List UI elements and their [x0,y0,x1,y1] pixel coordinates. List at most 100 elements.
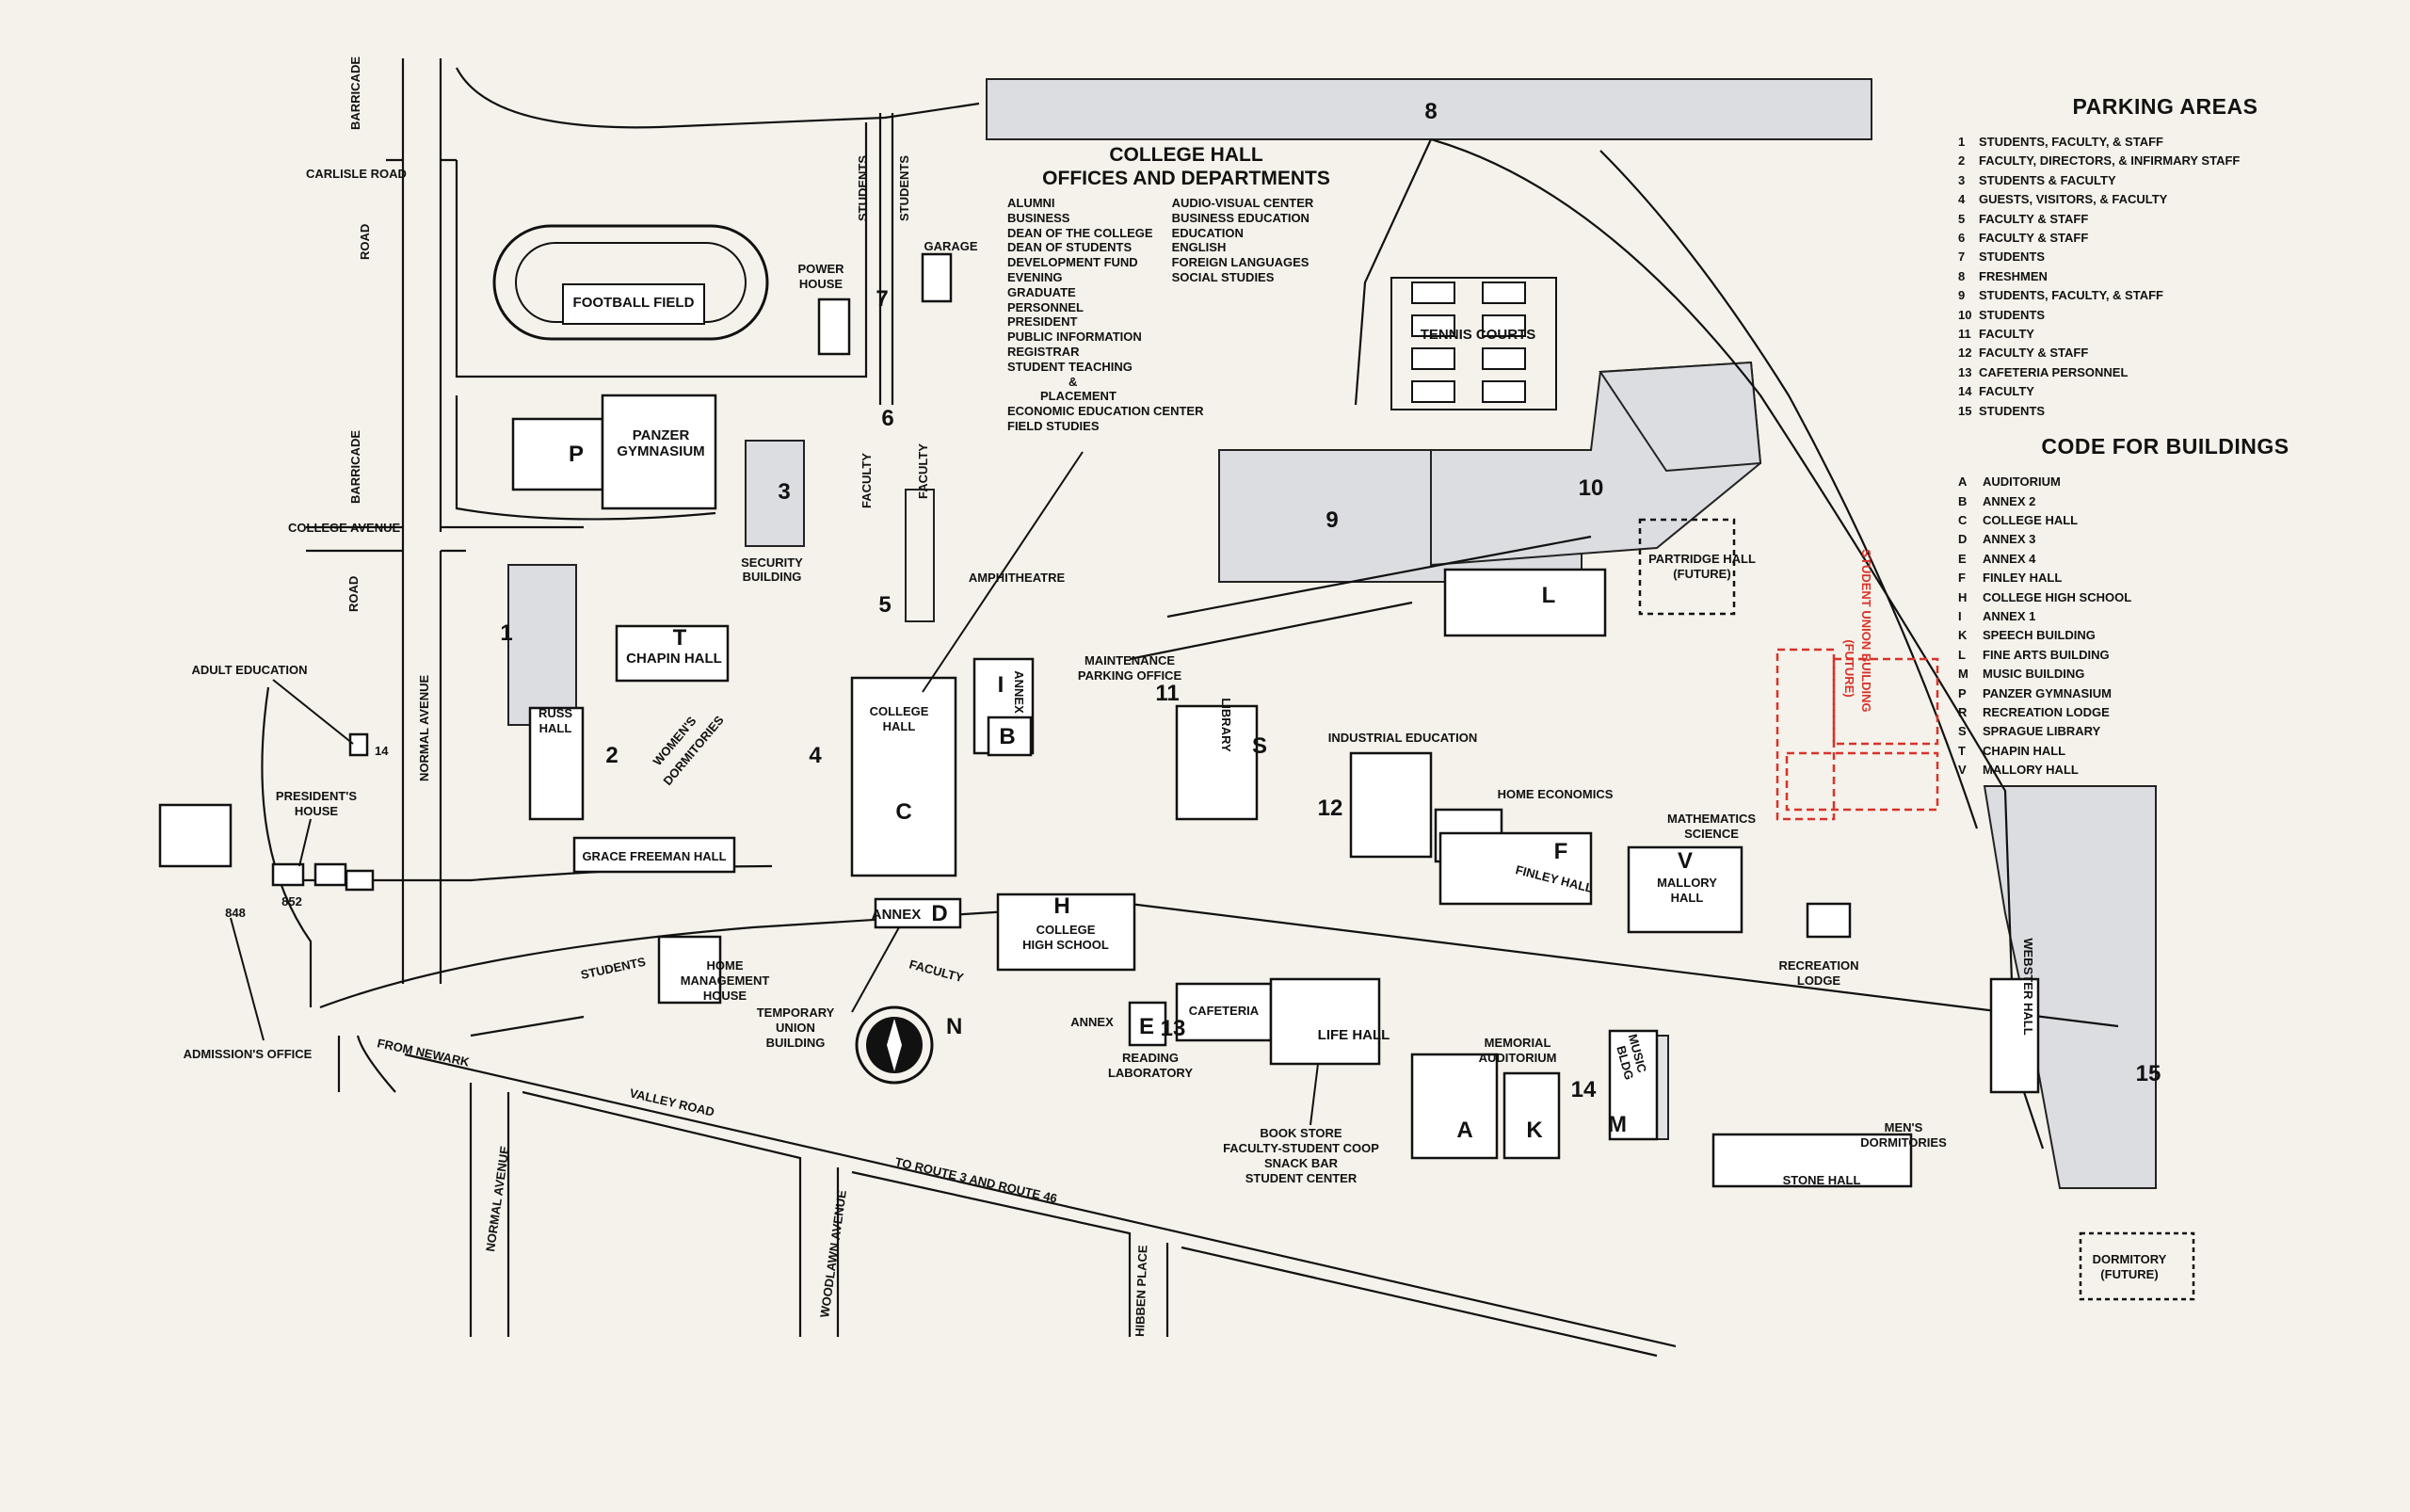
building-power-house[interactable] [817,298,851,356]
building-speech-k[interactable] [1502,1071,1561,1160]
bookstore-label-2: FACULTY-STUDENT COOP [1223,1141,1379,1155]
college-hall-office-item: PERSONNEL [1007,299,1084,314]
north-label: N [946,1014,962,1039]
building-college-hall[interactable] [850,676,957,877]
l-code: L [1542,583,1556,608]
building-dormitory-future[interactable] [2079,1231,2195,1301]
reading-label-1: READING [1122,1051,1179,1065]
parking-area-value: STUDENTS [1979,249,2046,265]
security-label-2: BUILDING [743,570,802,584]
building-annex-4[interactable] [1128,1001,1167,1047]
building-stone-hall[interactable] [1711,1133,1913,1188]
parking-area-value: FACULTY & STAFF [1979,211,2089,226]
college-hall-office-item: STUDENT TEACHING [1007,359,1133,374]
grace-freeman-label: GRACE FREEMAN HALL [582,849,726,863]
h-code: H [1053,893,1069,919]
tennis-courts[interactable]: TENNIS COURTS [1390,277,1557,410]
building-webster-hall[interactable] [1989,977,2040,1094]
building-annex-3[interactable] [874,897,962,929]
chs-label-2: HIGH SCHOOL [1022,938,1109,952]
building-life-hall[interactable] [1269,977,1381,1066]
college-hall-office-item: DEVELOPMENT FUND [1007,255,1138,270]
students-lane-2-label: STUDENTS [897,155,911,221]
building-admissions-office[interactable] [158,803,233,868]
building-adult-education[interactable] [348,732,369,757]
parking-lot-1[interactable] [507,564,577,726]
building-code-value: COLLEGE HALL [1983,512,2079,527]
building-garage[interactable] [921,252,953,303]
building-russ-hall[interactable] [528,706,585,821]
presidents-label-2: HOUSE [295,804,339,818]
building-finley-hall[interactable] [1438,831,1593,906]
parking-area-value: STUDENTS [1979,403,2046,418]
faculty-lane-1-label: FACULTY [860,453,874,508]
building-grace-freeman-hall[interactable] [572,836,736,874]
building-code-key: P [1958,685,1967,700]
football-field[interactable]: FOOTBALL FIELD [492,224,769,341]
building-music-m[interactable] [1608,1029,1659,1141]
home-economics-label: HOME ECONOMICS [1498,787,1614,801]
number-848-label: 848 [225,906,246,920]
college-hall-office-item: DEAN OF THE COLLEGE [1007,225,1153,240]
building-college-high-school[interactable] [996,893,1136,972]
building-partridge-hall-future[interactable] [1638,518,1736,616]
building-mallory-hall[interactable] [1627,845,1743,934]
building-code-key: S [1958,724,1967,739]
parking-lot-8[interactable] [986,78,1872,140]
faculty-lane-2-label: FACULTY [916,443,930,499]
building-p[interactable] [511,417,604,491]
parking-area-value: FACULTY, DIRECTORS, & INFIRMARY STAFF [1979,153,2241,169]
building-code-key: H [1958,589,1968,604]
amphitheatre-label: AMPHITHEATRE [969,571,1066,585]
lot-2-label: 2 [605,743,618,768]
parking-lot-3[interactable] [745,440,805,547]
building-cafeteria[interactable] [1175,982,1273,1042]
parking-area-value: STUDENTS, FACULTY, & STAFF [1979,288,2163,303]
parking-area-key: 9 [1958,288,1966,303]
parking-area-item: 7 STUDENTS [1958,248,2372,266]
parking-lot-15[interactable] [1983,785,2157,1189]
maintenance-label-1: MAINTENANCE [1084,653,1175,668]
college-hall-office-item: PRESIDENT [1007,314,1078,330]
building-fine-arts-l[interactable] [1443,568,1607,637]
college-hall-title-1: COLLEGE HALL [1109,144,1263,166]
building-presidents-house[interactable] [271,862,305,887]
student-union-future[interactable] [1775,648,1939,821]
building-code-value: SPRAGUE LIBRARY [1983,724,2101,739]
building-sprague-library[interactable] [1175,704,1259,821]
building-home-management-house[interactable] [657,935,722,1005]
panzer-label-1: PANZER [633,427,690,443]
building-auditorium-a[interactable] [1410,1053,1499,1160]
parking-area-key: 1 [1958,135,1966,149]
students-lane-1-label: STUDENTS [856,155,870,221]
home-mgmt-label-3: HOUSE [703,989,747,1003]
building-chapin-hall[interactable] [615,624,730,683]
buildings [158,252,2195,1301]
building-code-key: E [1958,551,1967,566]
mathematics-label: MATHEMATICS [1667,812,1756,826]
lot-13-label: 13 [1161,1016,1186,1041]
mens-label-2: DORMITORIES [1860,1135,1947,1150]
college-hall-tail-1: ECONOMIC EDUCATION CENTER [1007,404,1204,419]
parking-lot-6[interactable] [905,489,935,622]
parking-area-key: 2 [1958,153,1966,169]
building-code-key: D [1958,532,1968,547]
building-industrial-education[interactable] [1349,751,1433,859]
building-annex-2[interactable] [987,716,1033,757]
lot-1-label: 1 [500,620,512,646]
home-mgmt-label-1: HOME [707,958,744,973]
parking-area-key: 7 [1958,249,1966,265]
adult-education-label: ADULT EDUCATION [191,663,307,677]
building-panzer-gymnasium[interactable] [601,394,717,510]
power-house-label-2: HOUSE [799,277,844,291]
p-code: P [569,442,584,467]
building-code-key: T [1958,743,1966,758]
building-recreation-lodge[interactable] [1806,902,1852,939]
